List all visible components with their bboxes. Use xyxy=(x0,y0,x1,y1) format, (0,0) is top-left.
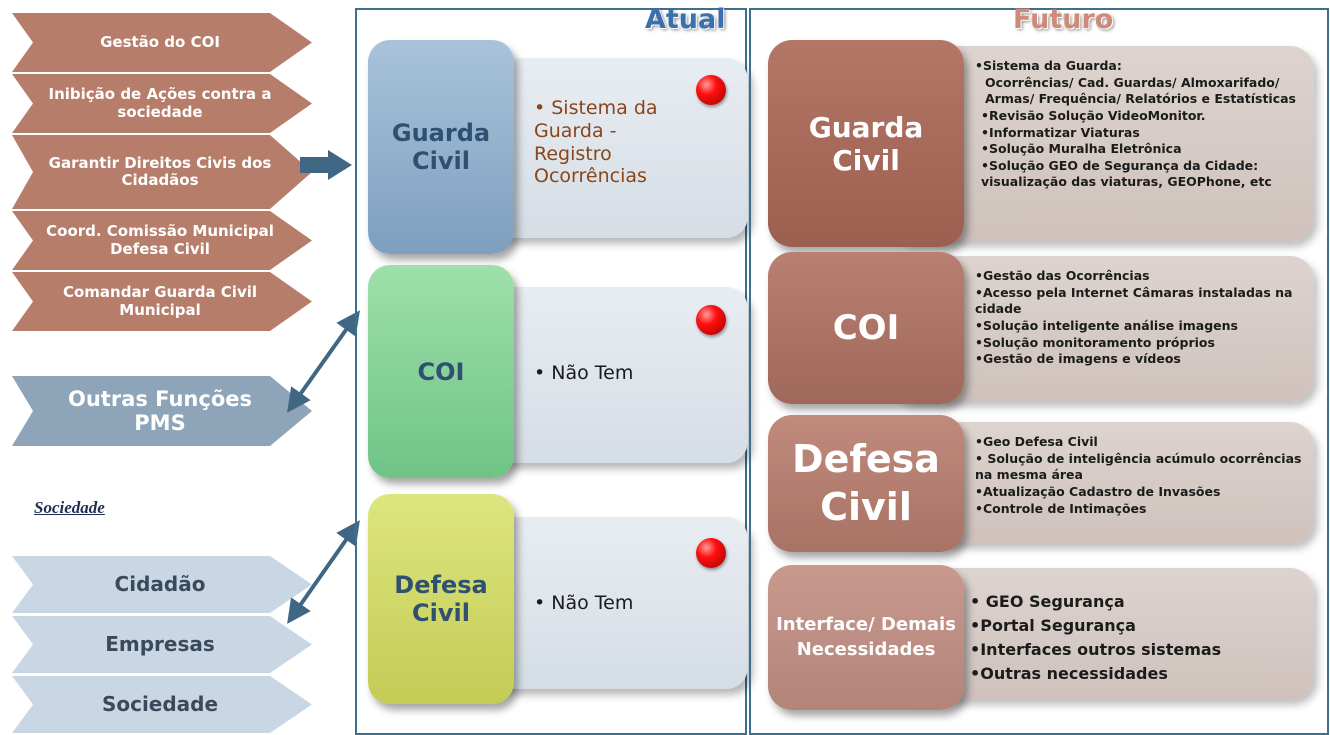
chevron-empresas: Empresas xyxy=(12,616,312,673)
chevron-sociedade: Sociedade xyxy=(12,676,312,733)
status-dot-guarda xyxy=(696,75,726,105)
double-arrow-defesa xyxy=(287,520,360,624)
futuro-interface-item: •Interfaces outros sistemas xyxy=(970,640,1222,659)
chevron-inibicao-acoes: Inibição de Ações contra a sociedade xyxy=(12,74,312,133)
chevron-gestao-coi: Gestão do COI xyxy=(12,13,312,72)
chevron-comandar-guarda: Comandar Guarda Civil Municipal xyxy=(12,272,312,331)
futuro-interface-list: • GEO Segurança •Portal Segurança •Inter… xyxy=(970,590,1300,686)
status-dot-coi xyxy=(696,305,726,335)
futuro-title: Futuro xyxy=(1013,4,1114,35)
atual-coi-text: • Não Tem xyxy=(534,362,634,384)
futuro-guarda-item: •Revisão Solução VideoMonitor. xyxy=(981,107,1206,123)
futuro-coi-item: •Solução inteligente análise imagens xyxy=(975,317,1239,333)
futuro-defesa-item: •Controle de Intimações xyxy=(975,500,1147,516)
futuro-defesa-list: •Geo Defesa Civil • Solução de inteligên… xyxy=(975,434,1305,517)
futuro-coi-item: •Solução monitoramento próprios xyxy=(975,334,1215,350)
double-arrow-coi xyxy=(287,310,360,413)
futuro-interface-item: •Outras necessidades xyxy=(970,664,1168,683)
futuro-card-defesa-name: Defesa Civil xyxy=(768,415,964,552)
futuro-guarda-item: •Solução GEO de Segurança da Cidade: vis… xyxy=(981,157,1272,190)
futuro-card-guarda-name: Guarda Civil xyxy=(768,40,964,247)
futuro-guarda-item: •Sistema da Guarda: xyxy=(975,58,1122,73)
futuro-coi-item: •Acesso pela Internet Câmaras instaladas… xyxy=(975,284,1293,317)
futuro-panel xyxy=(749,8,1329,735)
futuro-defesa-item: •Geo Defesa Civil xyxy=(975,434,1098,449)
futuro-card-interface-name: Interface/ Demais Necessidades xyxy=(768,565,964,710)
atual-defesa-text: • Não Tem xyxy=(534,592,634,614)
atual-card-guarda-name: Guarda Civil xyxy=(368,40,514,254)
sociedade-label: Sociedade xyxy=(34,498,105,517)
atual-card-coi-name: COI xyxy=(368,265,514,478)
atual-title: Atual xyxy=(645,4,726,35)
futuro-interface-item: • GEO Segurança xyxy=(970,592,1125,611)
futuro-coi-item: •Gestão das Ocorrências xyxy=(975,268,1150,283)
block-arrow-to-guarda xyxy=(300,150,352,180)
futuro-card-coi-name: COI xyxy=(768,252,964,404)
chevron-coord-comissao: Coord. Comissão Municipal Defesa Civil xyxy=(12,211,312,270)
futuro-guarda-item: •Solução Muralha Eletrônica xyxy=(981,141,1182,157)
futuro-defesa-item: • Solução de inteligência acúmulo ocorrê… xyxy=(975,450,1302,483)
futuro-guarda-item: •Informatizar Viaturas xyxy=(981,124,1140,140)
status-dot-defesa xyxy=(696,538,726,568)
futuro-guarda-list: •Sistema da Guarda: Ocorrências/ Cad. Gu… xyxy=(975,58,1310,191)
futuro-guarda-item: Ocorrências/ Cad. Guardas/ Almoxarifado/… xyxy=(985,74,1296,107)
atual-guarda-text: • Sistema da Guarda - Registro Ocorrênci… xyxy=(534,97,658,188)
atual-card-defesa-name: Defesa Civil xyxy=(368,494,514,704)
chevron-outras-funcoes: Outras Funções PMS xyxy=(12,376,312,446)
futuro-coi-item: •Gestão de imagens e vídeos xyxy=(975,351,1181,367)
futuro-coi-list: •Gestão das Ocorrências •Acesso pela Int… xyxy=(975,268,1305,368)
chevron-cidadao: Cidadão xyxy=(12,556,312,613)
futuro-interface-item: •Portal Segurança xyxy=(970,616,1136,635)
chevron-garantir-direitos: Garantir Direitos Civis dos Cidadãos xyxy=(12,135,312,209)
futuro-defesa-item: •Atualização Cadastro de Invasões xyxy=(975,483,1221,499)
